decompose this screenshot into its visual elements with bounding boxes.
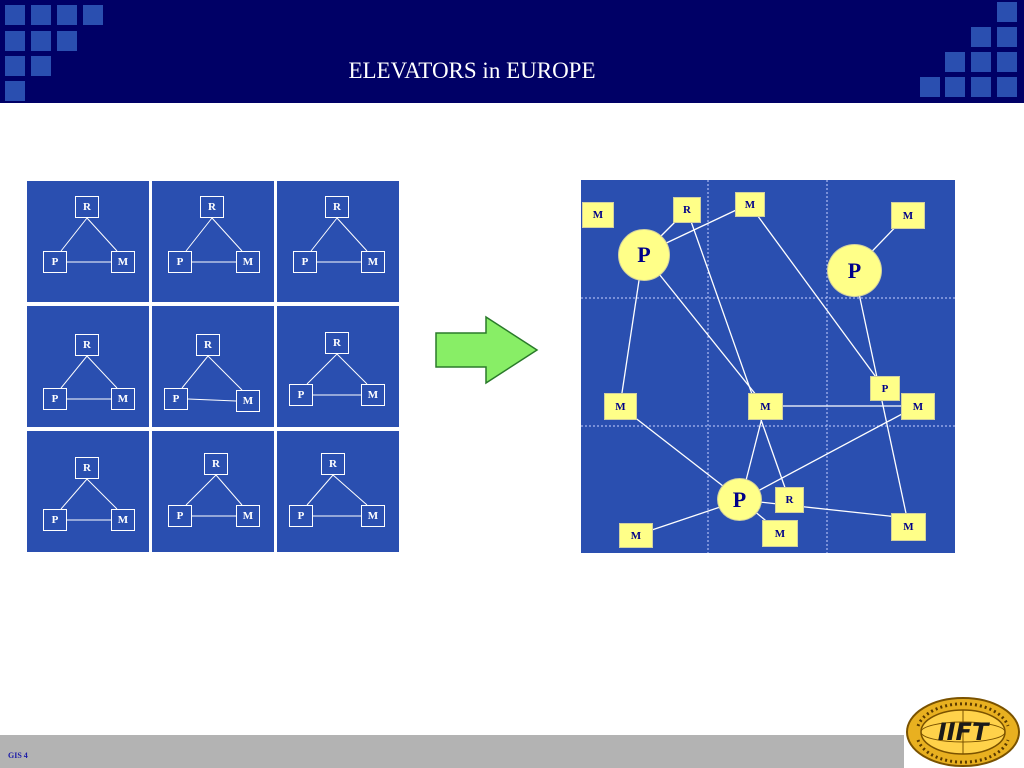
cell-node-m: M xyxy=(361,384,385,406)
cell-node-r: R xyxy=(75,457,99,479)
decor-square xyxy=(5,5,25,25)
triangle-lines xyxy=(185,217,243,263)
diagram-cell: R P M xyxy=(27,181,149,302)
decor-square xyxy=(5,31,25,51)
cell-node-m: M xyxy=(111,388,135,410)
node-p-large: P xyxy=(827,244,882,297)
node-m: M xyxy=(735,192,765,217)
decor-square xyxy=(57,31,77,51)
cell-node-m: M xyxy=(236,505,260,527)
cell-node-m: M xyxy=(236,251,260,273)
decor-square xyxy=(5,81,25,101)
decor-square xyxy=(57,5,77,25)
footer-bar xyxy=(0,735,904,768)
diagram-cell: R P M xyxy=(152,431,274,552)
diagram-cell: R P M xyxy=(277,306,399,427)
node-p: P xyxy=(870,376,900,401)
diagram-cell: R P M xyxy=(152,306,274,427)
cell-node-r: R xyxy=(196,334,220,356)
right-arrow-icon xyxy=(435,315,539,385)
cell-node-p: P xyxy=(168,251,192,273)
triangle-lines xyxy=(185,474,243,517)
diagram-cell: R P M xyxy=(27,306,149,427)
decor-square xyxy=(971,52,991,72)
cell-node-p: P xyxy=(164,388,188,410)
diagram-cell: R P M xyxy=(277,431,399,552)
cell-node-r: R xyxy=(204,453,228,475)
header-bar xyxy=(0,0,1024,103)
node-m: M xyxy=(748,393,783,420)
cell-node-p: P xyxy=(43,509,67,531)
diagram-cell: R P M xyxy=(27,431,149,552)
node-m: M xyxy=(582,202,614,228)
decor-square xyxy=(971,27,991,47)
decor-square xyxy=(971,77,991,97)
page-title: ELEVATORS in EUROPE xyxy=(348,58,596,83)
cell-node-p: P xyxy=(289,384,313,406)
decor-square xyxy=(997,52,1017,72)
decor-square xyxy=(997,2,1017,22)
decor-square xyxy=(83,5,103,25)
cell-node-m: M xyxy=(111,509,135,531)
institute-logo: IIFT xyxy=(906,697,1020,767)
decor-square xyxy=(945,77,965,97)
cell-node-r: R xyxy=(321,453,345,475)
node-m: M xyxy=(604,393,637,420)
node-p-large: P xyxy=(618,229,670,281)
triangle-lines xyxy=(310,217,368,263)
footer-label: GIS 4 xyxy=(8,751,28,760)
cell-node-m: M xyxy=(111,251,135,273)
cell-node-m: M xyxy=(236,390,260,412)
node-m: M xyxy=(891,202,925,229)
svg-text:IIFT: IIFT xyxy=(938,718,990,746)
triangle-lines xyxy=(60,217,118,263)
triangle-lines xyxy=(306,474,368,517)
decor-square xyxy=(997,27,1017,47)
network-map: M R M M P P P M M M P R M M M xyxy=(581,180,955,553)
cell-node-m: M xyxy=(361,505,385,527)
decor-square xyxy=(997,77,1017,97)
diagram-cell: R P M xyxy=(152,181,274,302)
node-m: M xyxy=(762,520,798,547)
cell-node-r: R xyxy=(75,196,99,218)
triangle-lines xyxy=(60,355,118,400)
cell-node-p: P xyxy=(43,388,67,410)
cell-node-r: R xyxy=(325,196,349,218)
triangle-lines xyxy=(181,355,243,402)
cell-node-r: R xyxy=(325,332,349,354)
cell-node-r: R xyxy=(200,196,224,218)
cell-node-r: R xyxy=(75,334,99,356)
node-m: M xyxy=(891,513,926,541)
triangle-lines xyxy=(60,478,118,521)
triangle-lines xyxy=(306,353,368,396)
decor-square xyxy=(5,56,25,76)
cell-node-p: P xyxy=(289,505,313,527)
decor-square xyxy=(945,52,965,72)
node-m: M xyxy=(901,393,935,420)
cell-node-m: M xyxy=(361,251,385,273)
node-p-large: P xyxy=(717,478,762,521)
decor-square xyxy=(31,56,51,76)
decor-square xyxy=(31,31,51,51)
diagram-cell: R P M xyxy=(277,181,399,302)
cell-node-p: P xyxy=(43,251,67,273)
node-r: R xyxy=(673,197,701,223)
decor-square xyxy=(31,5,51,25)
decor-square xyxy=(920,77,940,97)
cell-node-p: P xyxy=(168,505,192,527)
node-r: R xyxy=(775,487,804,513)
node-m: M xyxy=(619,523,653,548)
cell-node-p: P xyxy=(293,251,317,273)
